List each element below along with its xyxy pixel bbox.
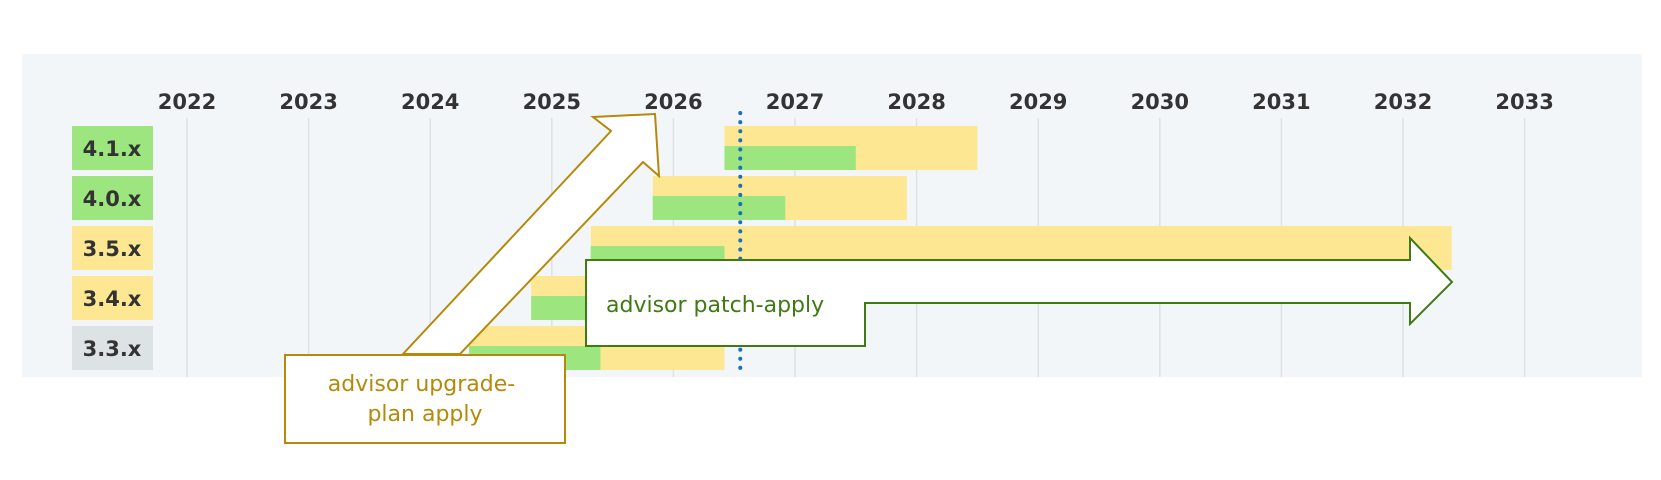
upgrade-arrow	[400, 112, 661, 355]
upgrade-callout-text: advisor upgrade- plan apply	[328, 372, 522, 427]
year-label-2022: 2022	[158, 90, 216, 114]
version-label: 4.0.x	[83, 187, 142, 211]
release-row-4-0x: 4.0.x	[72, 176, 153, 220]
release-row-4-1x: 4.1.x	[72, 126, 153, 170]
release-row-3-3x: 3.3.x	[72, 326, 153, 370]
upgrade-callout: advisor upgrade- plan apply	[284, 112, 661, 444]
maintenance-bar	[652, 196, 786, 220]
release-row-3-5x: 3.5.x	[72, 226, 153, 270]
patch-callout-text: advisor patch-apply	[606, 293, 824, 318]
patch-callout: advisor patch-apply	[585, 235, 1454, 347]
year-label-2032: 2032	[1374, 90, 1432, 114]
year-label-2024: 2024	[401, 90, 459, 114]
year-label-2029: 2029	[1009, 90, 1067, 114]
year-label-2031: 2031	[1252, 90, 1310, 114]
version-labels: 4.1.x 4.0.x 3.5.x 3.4.x 3.3.x	[72, 126, 153, 370]
year-label-2025: 2025	[523, 90, 581, 114]
year-label-2028: 2028	[887, 90, 945, 114]
year-label-2027: 2027	[766, 90, 824, 114]
version-label: 3.3.x	[83, 337, 142, 361]
patch-arrow	[585, 235, 1454, 347]
version-badge	[72, 176, 153, 220]
version-label: 3.5.x	[83, 237, 142, 261]
year-axis: 2022 2023 2024 2025 2026 2027 2028 2029 2030 2031…	[158, 90, 1554, 114]
maintenance-bar	[724, 146, 856, 170]
year-label-2023: 2023	[279, 90, 337, 114]
version-badge	[72, 126, 153, 170]
upgrade-callout-box	[284, 354, 566, 444]
version-badge	[72, 326, 153, 370]
version-label: 4.1.x	[83, 137, 142, 161]
version-label: 3.4.x	[83, 287, 142, 311]
upgrade-callout-line1: advisor upgrade-	[328, 372, 515, 397]
year-label-2033: 2033	[1495, 90, 1553, 114]
release-row-3-4x: 3.4.x	[72, 276, 153, 320]
version-badge	[72, 226, 153, 270]
year-label-2026: 2026	[644, 90, 702, 114]
year-label-2030: 2030	[1131, 90, 1189, 114]
version-badge	[72, 276, 153, 320]
upgrade-callout-line2: plan apply	[367, 402, 482, 427]
